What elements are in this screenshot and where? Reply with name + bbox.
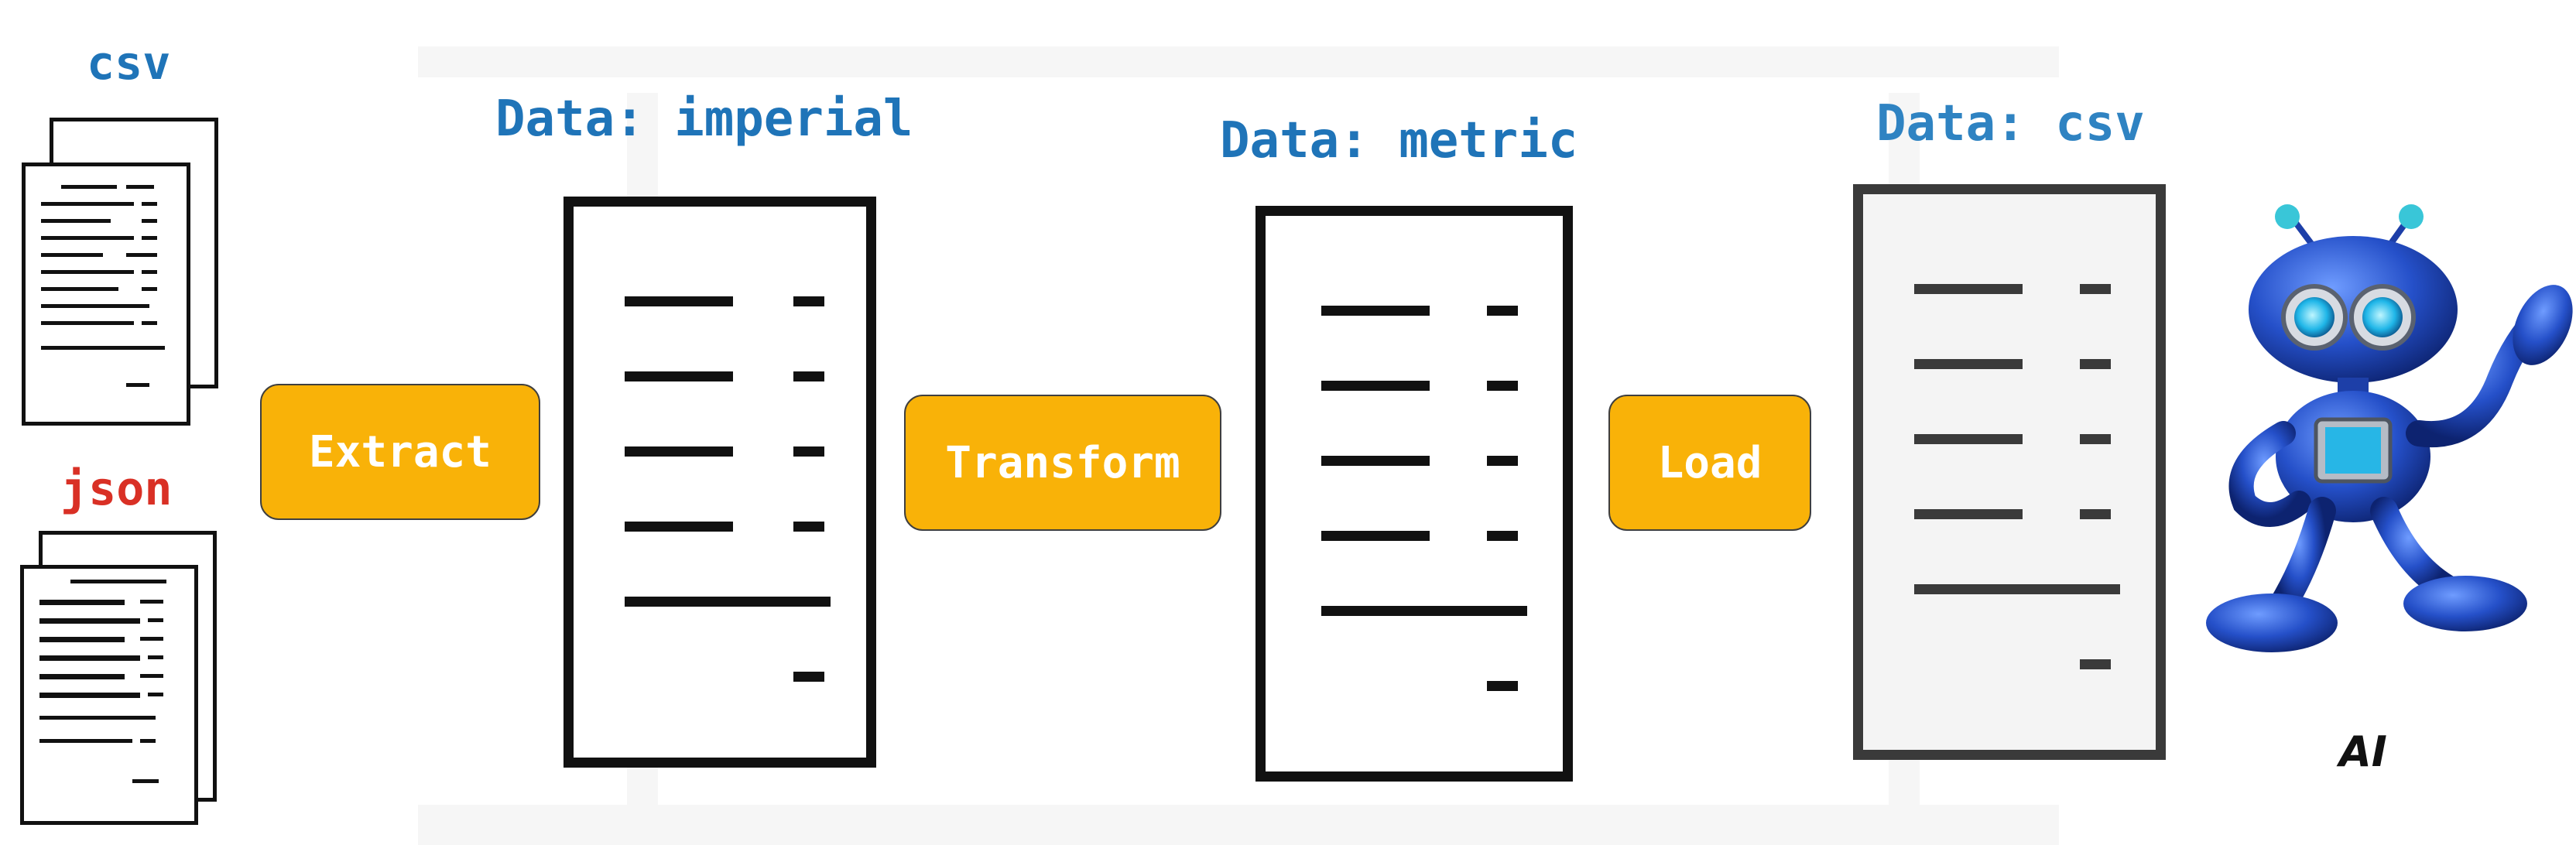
imperial-document: [564, 197, 876, 768]
stage-label-metric: Data: metric: [1220, 112, 1578, 169]
csv-document-front: [22, 162, 190, 426]
extract-step: Extract: [260, 384, 540, 520]
transform-step: Transform: [904, 395, 1221, 531]
csv-output-document: [1853, 184, 2166, 760]
metric-document: [1255, 206, 1573, 782]
watermark-top: [418, 46, 2059, 77]
stage-label-imperial: Data: imperial: [495, 91, 913, 148]
ai-label: AI: [2339, 727, 2387, 776]
stage-label-csv: Data: csv: [1876, 95, 2145, 152]
watermark-bottom: [418, 805, 2059, 845]
csv-label: csv: [87, 36, 171, 91]
json-document-front: [20, 565, 198, 825]
load-step: Load: [1608, 395, 1811, 531]
json-label: json: [60, 462, 173, 516]
robot-icon: [2206, 204, 2573, 652]
